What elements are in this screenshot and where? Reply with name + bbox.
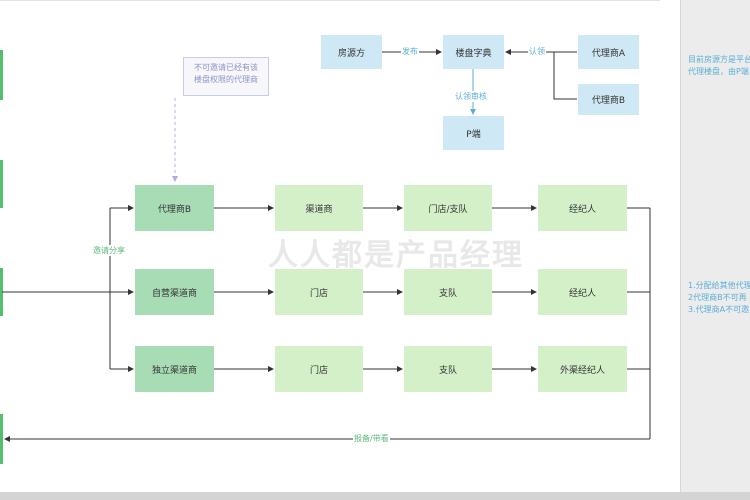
rule-1: 1.分配给其他代理 [688, 281, 750, 290]
node-housing-source[interactable]: 房源方 [321, 35, 382, 69]
node-agent-a[interactable]: 代理商A [578, 35, 639, 69]
node-independent-channel[interactable]: 独立渠道商 [135, 346, 214, 392]
node-team-3[interactable]: 支队 [404, 346, 492, 392]
node-p-side[interactable]: P端 [443, 116, 504, 150]
node-agent-b-top[interactable]: 代理商B [578, 84, 639, 115]
label-claim-review: 认领审核 [454, 91, 488, 102]
left-marker-2 [0, 160, 3, 208]
edge-claim-b [553, 52, 577, 100]
node-broker-1[interactable]: 经纪人 [538, 185, 627, 231]
rule-3: 3.代理商A不可邀 [688, 305, 750, 314]
node-property-dictionary[interactable]: 楼盘字典 [443, 35, 504, 69]
invite-restriction-note: 不可邀请已经有该 楼盘权限的代理商 [183, 57, 269, 96]
node-self-channel[interactable]: 自营渠道商 [135, 269, 214, 315]
intro-line-2: 代理楼盘，由P端 [688, 67, 749, 76]
intro-line-1: 目前房源方是平台 [688, 55, 750, 64]
left-marker-1 [0, 50, 3, 100]
node-channel-merchant[interactable]: 渠道商 [275, 185, 363, 231]
label-invite-share: 邀请分享 [92, 245, 126, 256]
rule-2: 2代理商B不可再 [688, 293, 747, 302]
left-marker-3 [0, 268, 3, 316]
label-claim: 认领 [528, 46, 546, 57]
label-publish: 发布 [401, 46, 419, 57]
watermark-text: 人人都是产品经理 [268, 238, 524, 273]
top-divider [0, 0, 660, 1]
label-report-visit: 报备/带看 [353, 433, 390, 444]
node-store-3[interactable]: 门店 [275, 346, 363, 392]
left-marker-4 [0, 414, 3, 464]
node-store-team-1[interactable]: 门店/支队 [404, 185, 492, 231]
node-broker-2[interactable]: 经纪人 [538, 269, 627, 315]
node-agent-b[interactable]: 代理商B [135, 185, 214, 231]
node-external-broker[interactable]: 外渠经纪人 [538, 346, 627, 392]
note-line-2: 楼盘权限的代理商 [194, 75, 258, 84]
note-line-1: 不可邀请已经有该 [194, 63, 258, 72]
right-notes-panel: 目前房源方是平台 代理楼盘，由P端 1.分配给其他代理 2代理商B不可再 3.代… [680, 0, 750, 492]
horizontal-scrollbar[interactable] [0, 492, 750, 500]
node-team-2[interactable]: 支队 [404, 269, 492, 315]
node-store-2[interactable]: 门店 [275, 269, 363, 315]
